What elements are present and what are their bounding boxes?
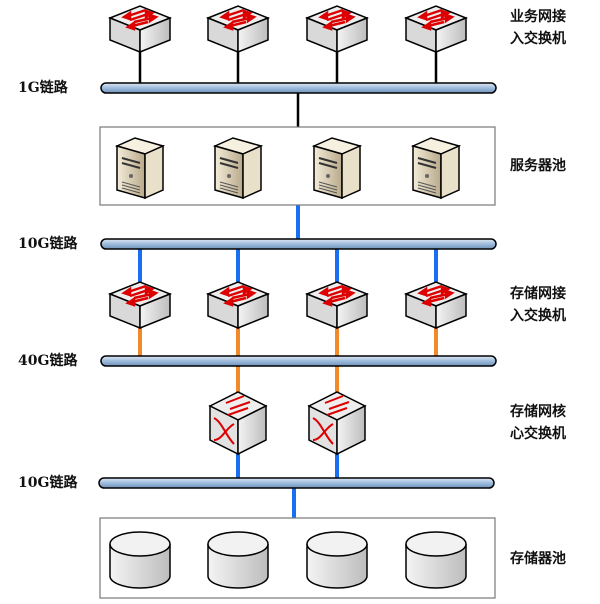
link-label-1g: 1G链路 (18, 80, 68, 96)
label-server-pool: 服务器池 (510, 158, 566, 174)
core-switch-icon (308, 391, 366, 455)
storage-disk-icon (306, 531, 368, 589)
storage-access-switch-icon (206, 280, 270, 330)
link-label-40g: 40G链路 (18, 353, 78, 369)
label-service-access-switch: 业务网接 入交换机 (510, 9, 566, 47)
storage-disk-icon (405, 531, 467, 589)
label-storage-access-switch: 存储网接 入交换机 (510, 286, 566, 324)
40g-bus (100, 355, 497, 367)
storage-disk-icon (207, 531, 269, 589)
storage-pool-box (99, 517, 496, 599)
storage-access-switch-icon (108, 280, 172, 330)
label-storage-core-switch: 存储网核 心交换机 (510, 404, 566, 442)
server-icon (313, 137, 361, 199)
1g-uplinks (138, 52, 438, 127)
server-icon (214, 137, 262, 199)
storage-disk-icon (109, 531, 171, 589)
service-switch-icon (404, 4, 468, 54)
storage-access-switch-icon (404, 280, 468, 330)
service-switch-icon (305, 4, 369, 54)
core-switch-icon (209, 391, 267, 455)
label-storage-pool: 存储器池 (510, 551, 566, 567)
40g-links (138, 326, 438, 395)
10g-bus-lower (98, 477, 495, 489)
server-pool-box (99, 126, 496, 206)
service-switch-icon (206, 4, 270, 54)
1g-bus (100, 82, 497, 94)
10g-bus-upper (100, 238, 497, 250)
link-label-10g-lower: 10G链路 (18, 475, 78, 491)
server-icon (412, 137, 460, 199)
service-switch-icon (108, 4, 172, 54)
server-icon (116, 137, 164, 199)
link-label-10g-upper: 10G链路 (18, 236, 78, 252)
storage-access-switch-icon (305, 280, 369, 330)
